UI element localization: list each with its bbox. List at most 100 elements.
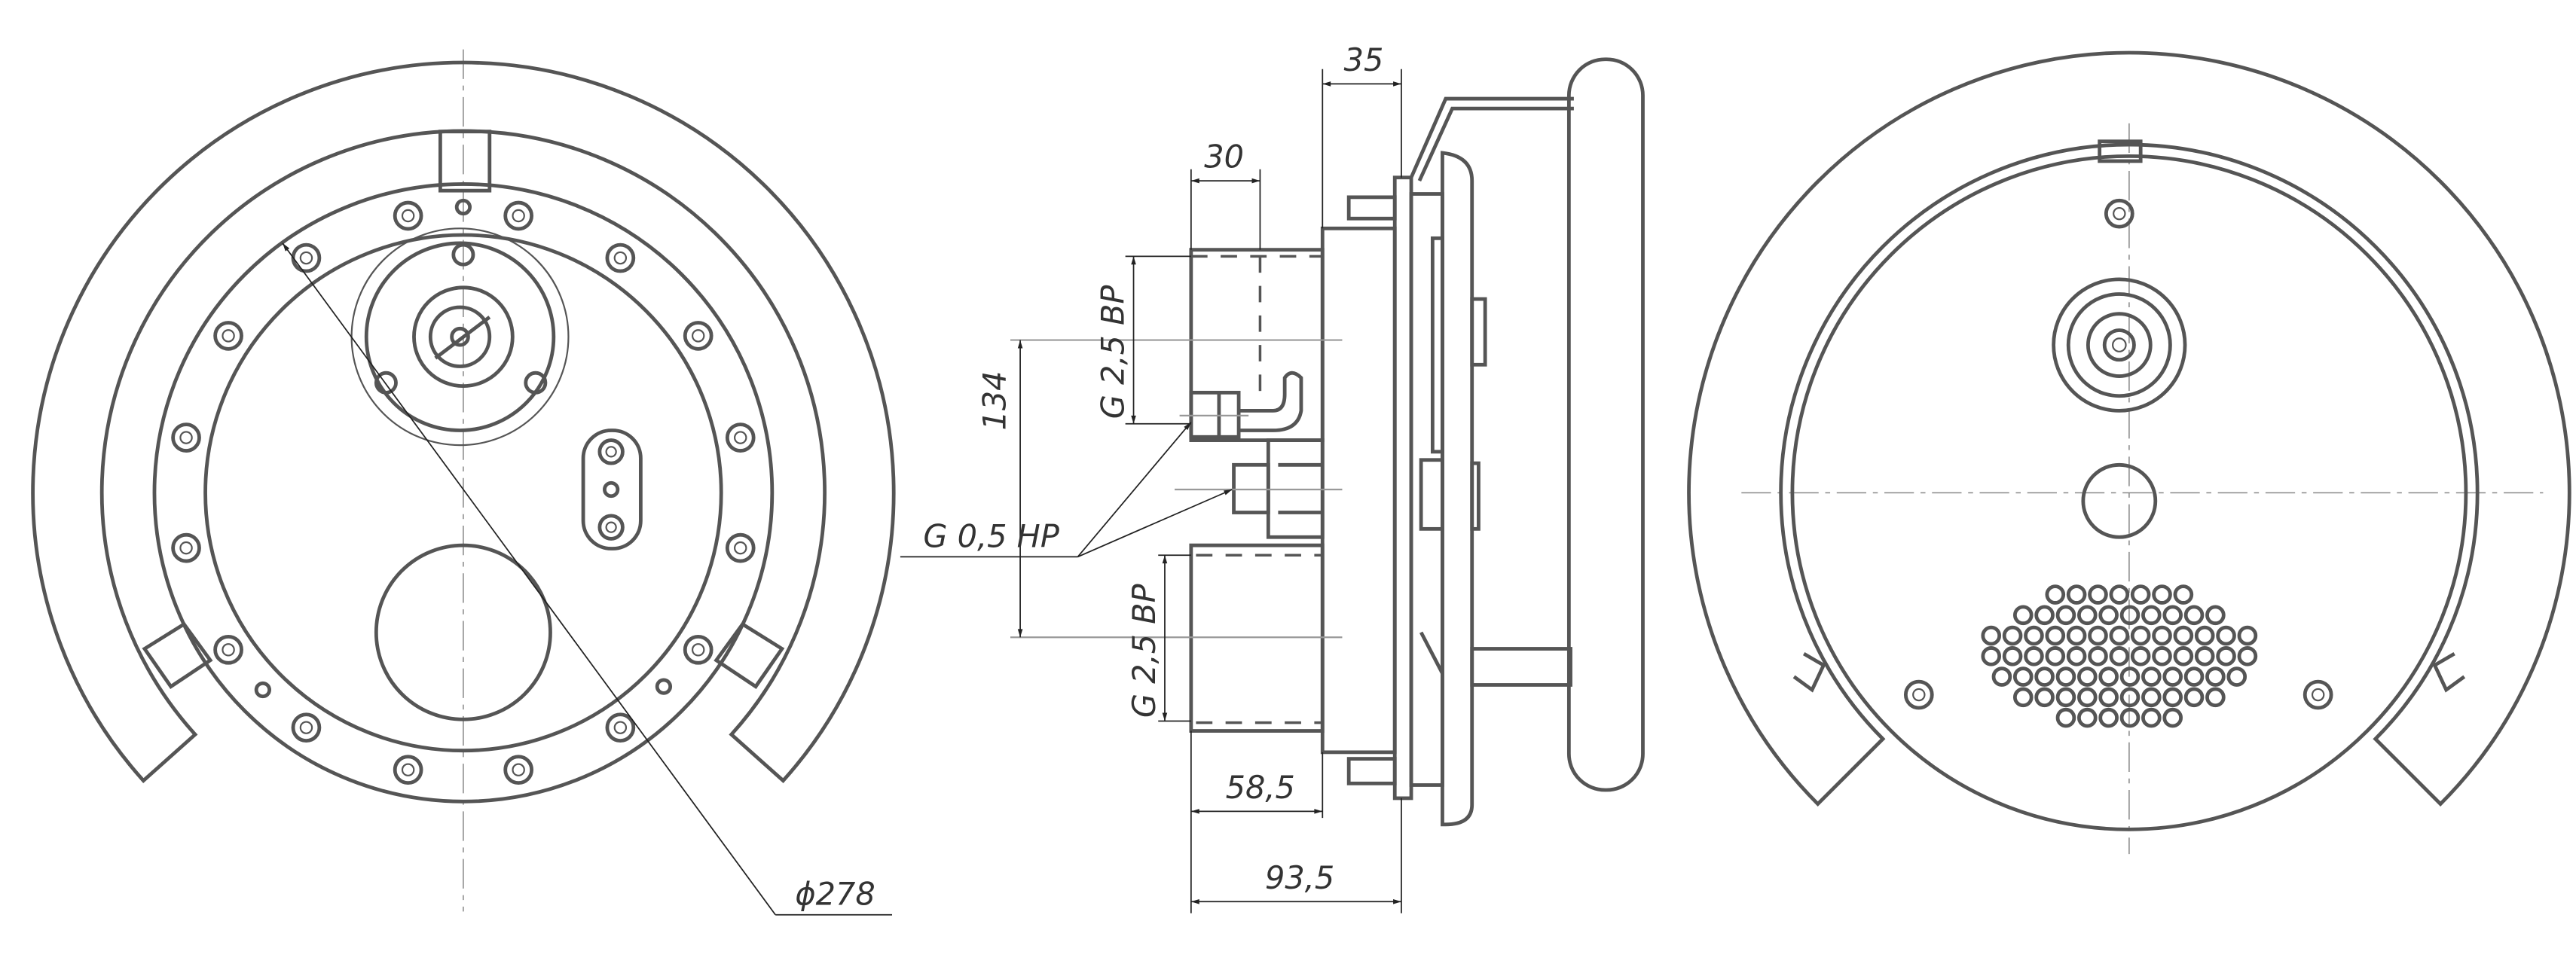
- bolt-center: [512, 209, 525, 223]
- cover-tab-2: [1470, 461, 1481, 531]
- grille-hole: [2066, 625, 2087, 646]
- grille-hole: [2194, 625, 2215, 646]
- dim-93-5: 93,5: [1190, 798, 1402, 913]
- grille-hole: [2119, 666, 2141, 687]
- grille-hole: [2216, 646, 2236, 666]
- grille-hole: [2012, 687, 2034, 708]
- handle-frame: [1409, 96, 1574, 182]
- dim-134-label: 134: [976, 371, 1013, 430]
- cover: [1441, 151, 1474, 827]
- grille-hole: [2205, 687, 2226, 708]
- rear-fitting: [2052, 277, 2187, 413]
- motor-assembly: [350, 227, 570, 447]
- bolt-center: [299, 721, 313, 734]
- rear-screw-right: [2303, 679, 2333, 710]
- grille-hole: [2077, 707, 2098, 728]
- cover-tab: [1470, 297, 1487, 367]
- bolt-icon: [291, 712, 322, 743]
- bolt-center: [401, 209, 415, 223]
- left-bracket: [142, 621, 213, 689]
- dim-58-5: 58,5: [1190, 730, 1324, 913]
- grille-hole: [2098, 605, 2119, 626]
- rear-center-hole: [2081, 462, 2158, 539]
- grille-hole: [2077, 666, 2098, 687]
- grille-hole: [2183, 605, 2205, 626]
- bolt-icon: [683, 634, 714, 665]
- grille-hole: [2098, 687, 2119, 708]
- rear-right-tab: [2432, 651, 2466, 693]
- bolt-icon: [291, 242, 322, 273]
- bolt-icon: [683, 321, 714, 351]
- inner-block: [1419, 458, 1444, 531]
- small-hole: [655, 678, 673, 695]
- grille-hole: [2034, 666, 2055, 687]
- grille-hole: [2109, 584, 2130, 605]
- leader-small-thread: G 0,5 HP: [900, 422, 1233, 558]
- grille-hole: [2119, 605, 2141, 626]
- bolt-center: [512, 763, 525, 776]
- bolt-icon: [605, 242, 636, 273]
- grille-hole: [2162, 605, 2183, 626]
- grille-hole: [2109, 646, 2130, 666]
- top-notch: [438, 130, 492, 193]
- grille-hole: [2077, 605, 2098, 626]
- bolt-icon: [503, 755, 534, 785]
- grille-hole: [2055, 605, 2076, 626]
- bolt-icon: [725, 422, 756, 453]
- grille-hole: [1991, 666, 2012, 687]
- slot-plate: [581, 429, 643, 550]
- rear-left-tab: [1792, 651, 1826, 693]
- grille-hole: [2152, 625, 2172, 646]
- grille-hole: [2098, 707, 2119, 728]
- grille-hole: [2012, 666, 2034, 687]
- bolt-icon: [213, 321, 243, 351]
- grille-hole: [2216, 625, 2236, 646]
- bolt-center: [734, 431, 747, 444]
- grille-hole: [2034, 687, 2055, 708]
- grille-hole: [2034, 605, 2055, 626]
- flange-circle: [152, 182, 775, 804]
- flange-plate: [1392, 175, 1413, 801]
- grille-hole: [2194, 646, 2215, 666]
- bolt-icon: [725, 532, 756, 563]
- grille-hole: [2130, 625, 2151, 646]
- bolt-center: [222, 329, 235, 343]
- grille-hole: [2173, 584, 2194, 605]
- rear-plate: [1790, 154, 2468, 831]
- handle-knob: [1566, 57, 1645, 792]
- grille-hole: [2088, 625, 2108, 646]
- rear-top-notch: [2098, 139, 2143, 163]
- grille-hole: [2002, 625, 2023, 646]
- bolt-icon: [503, 200, 534, 231]
- bolt-center: [299, 251, 313, 265]
- grille-hole: [2173, 625, 2194, 646]
- grille-hole: [2141, 605, 2162, 626]
- grille-hole: [2045, 646, 2066, 666]
- grille-hole: [2141, 666, 2162, 687]
- grille-hole: [2066, 584, 2087, 605]
- grille-hole: [2088, 646, 2108, 666]
- bolt-icon: [393, 200, 423, 231]
- front-view: ϕ278: [31, 49, 896, 916]
- grille-hole: [2237, 646, 2258, 666]
- rear-screw-left: [1903, 679, 1934, 710]
- bolt-center: [691, 643, 705, 657]
- bolt-icon: [213, 634, 243, 665]
- rear-outer-c-ring: [1687, 50, 2571, 807]
- grille-hole: [2173, 646, 2194, 666]
- top-stud: [1346, 195, 1397, 221]
- large-opening: [374, 543, 552, 721]
- bolt-icon: [393, 755, 423, 785]
- grille-hole: [2088, 584, 2108, 605]
- grille-hole: [2055, 707, 2076, 728]
- grille-hole: [2162, 666, 2183, 687]
- bottom-stud: [1346, 757, 1397, 785]
- bolt-icon: [171, 422, 201, 453]
- grille-hole: [1981, 646, 2002, 666]
- grille-hole: [2119, 707, 2141, 728]
- bolt-center: [734, 541, 747, 555]
- dim-58-5-label: 58,5: [1226, 770, 1295, 806]
- gasket: [1409, 192, 1444, 787]
- bolt-icon: [605, 712, 636, 743]
